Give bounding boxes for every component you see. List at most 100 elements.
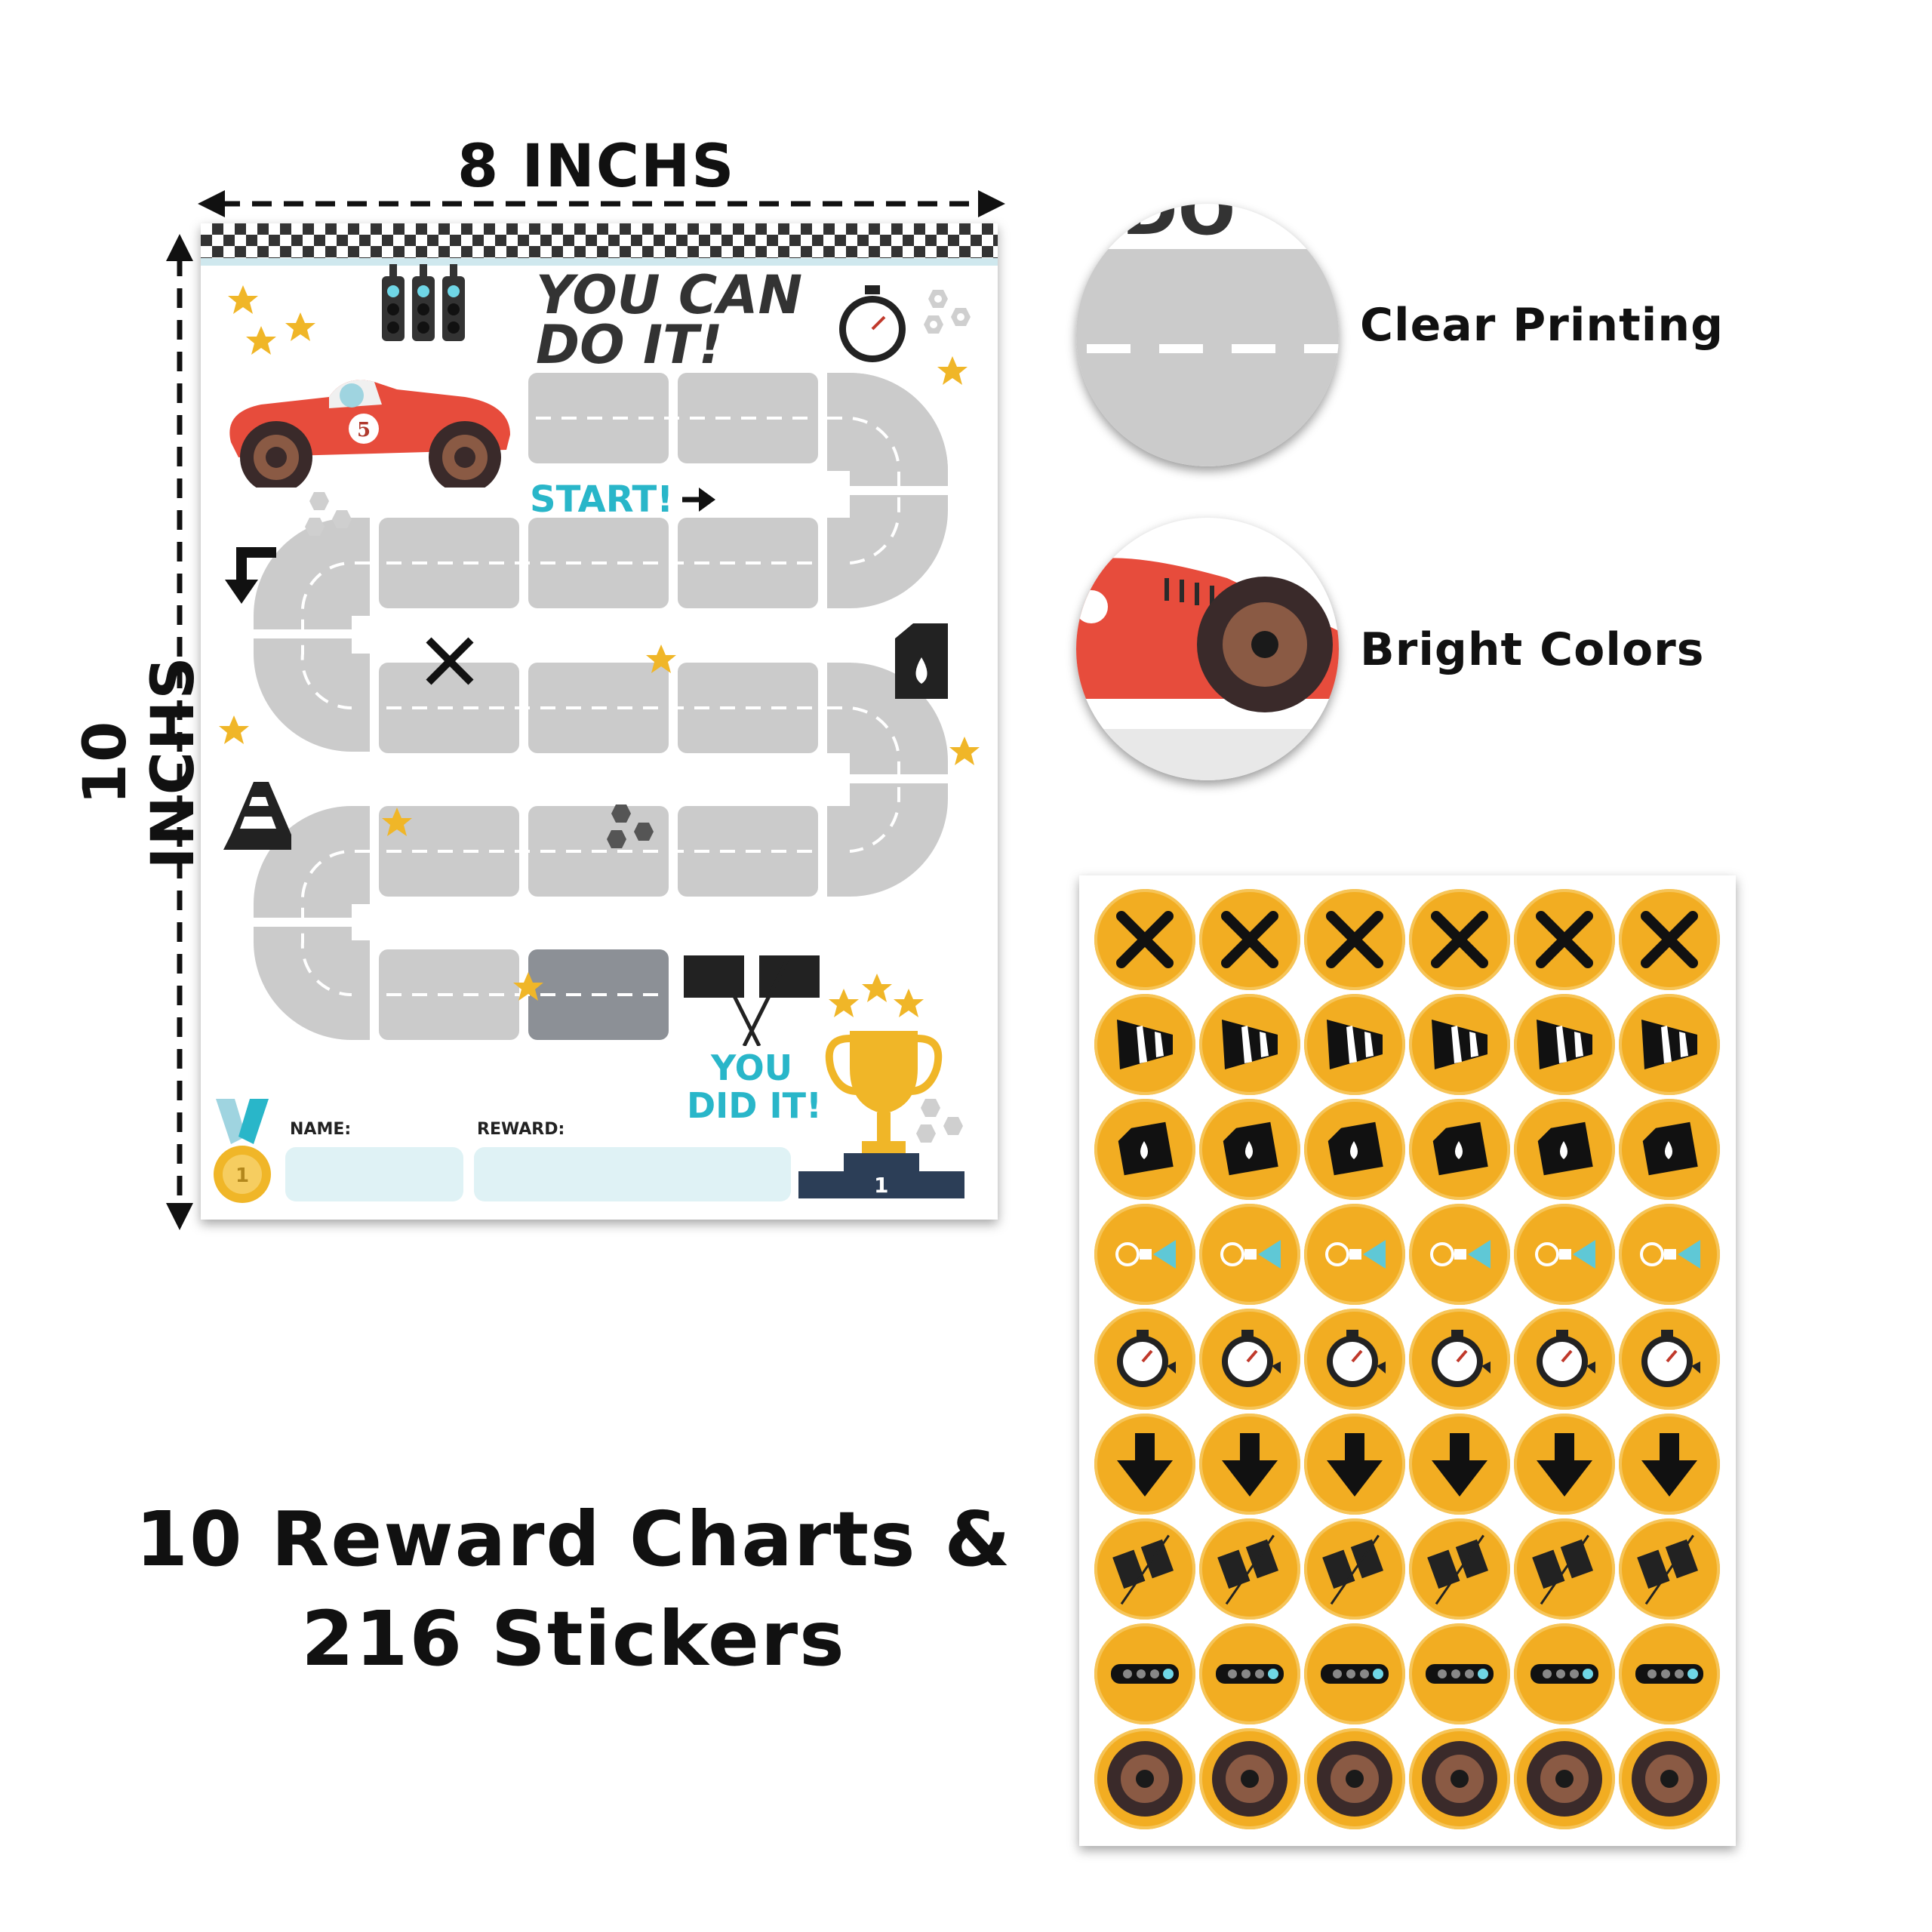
stopwatch-icon xyxy=(1117,1330,1176,1387)
sticker-arrow-down xyxy=(1094,1414,1195,1515)
stopwatch-icon xyxy=(1537,1330,1595,1387)
clear-printing-label: Clear Printing xyxy=(1360,299,1724,352)
flags-icon xyxy=(1322,1534,1384,1605)
cone-icon xyxy=(1432,1020,1487,1069)
sticker-fuel-can xyxy=(1619,1099,1720,1200)
sticker-traffic-light xyxy=(1619,1623,1720,1724)
medal-number: 1 xyxy=(235,1164,249,1187)
arrow-down-icon xyxy=(1537,1433,1592,1497)
sticker-wrench xyxy=(1409,889,1510,990)
sticker-cone xyxy=(1409,994,1510,1095)
nuts-icon xyxy=(924,290,971,334)
stopwatch-icon xyxy=(1641,1330,1700,1387)
fuel-can-icon xyxy=(895,623,948,699)
sticker-stopwatch xyxy=(1199,1309,1300,1410)
wrench-icon xyxy=(1221,911,1278,968)
fuel-can-icon xyxy=(1642,1121,1698,1176)
sticker-flags xyxy=(1094,1518,1195,1620)
stopwatch-icon xyxy=(839,285,906,362)
sticker-arrow-down xyxy=(1199,1414,1300,1515)
medal-icon: 1 xyxy=(214,1099,271,1203)
sticker-light xyxy=(1199,1204,1300,1305)
sticker-traffic-light xyxy=(1094,1623,1195,1724)
finish-line1: YOU xyxy=(711,1048,793,1088)
reward-field[interactable] xyxy=(474,1147,791,1201)
width-arrow xyxy=(198,190,1005,217)
promo-line1: 10 Reward Charts & xyxy=(135,1495,1012,1583)
sticker-cone xyxy=(1514,994,1615,1095)
sticker-sheet xyxy=(1079,875,1736,1846)
cone-icon xyxy=(1222,1020,1278,1069)
stopwatch-icon xyxy=(1327,1330,1386,1387)
checkered-underline xyxy=(201,258,998,266)
podium xyxy=(844,1153,919,1173)
stopwatch-icon xyxy=(1432,1330,1491,1387)
fuel-can-icon xyxy=(1118,1121,1174,1176)
sticker-wheel xyxy=(1409,1728,1510,1829)
traffic-light-icon xyxy=(1426,1664,1494,1684)
wheel-icon xyxy=(1527,1741,1602,1817)
clear-printing-zoom: DO xyxy=(1076,204,1339,466)
traffic-light-icon xyxy=(1111,1664,1179,1684)
sticker-arrow-down xyxy=(1409,1414,1510,1515)
sticker-flags xyxy=(1409,1518,1510,1620)
light-icon xyxy=(1430,1240,1491,1269)
sticker-traffic-light xyxy=(1409,1623,1510,1724)
cone-icon xyxy=(1117,1020,1173,1069)
nuts-icon xyxy=(607,804,654,848)
wrench-icon xyxy=(1536,911,1593,968)
cone-icon xyxy=(1327,1020,1383,1069)
name-field[interactable] xyxy=(285,1147,463,1201)
sticker-traffic-light xyxy=(1199,1623,1300,1724)
sticker-traffic-light xyxy=(1304,1623,1405,1724)
sticker-stopwatch xyxy=(1094,1309,1195,1410)
height-arrow xyxy=(166,234,193,1230)
fuel-can-icon xyxy=(1327,1121,1383,1176)
finish-line2: DID IT! xyxy=(687,1085,822,1126)
sticker-flags xyxy=(1514,1518,1615,1620)
flags-icon xyxy=(1427,1534,1489,1605)
fuel-can-icon xyxy=(1223,1121,1278,1176)
sticker-cone xyxy=(1304,994,1405,1095)
sticker-flags xyxy=(1199,1518,1300,1620)
light-icon xyxy=(1640,1240,1700,1269)
sticker-fuel-can xyxy=(1409,1099,1510,1200)
wheel-icon xyxy=(1212,1741,1287,1817)
sticker-flags xyxy=(1619,1518,1720,1620)
flags-icon xyxy=(1637,1534,1699,1605)
reward-label: REWARD: xyxy=(477,1120,565,1139)
cone-icon xyxy=(223,782,291,850)
traffic-light-icon xyxy=(1531,1664,1598,1684)
sticker-light xyxy=(1094,1204,1195,1305)
arrow-down-icon xyxy=(1222,1433,1278,1497)
sticker-cone xyxy=(1619,994,1720,1095)
sticker-stopwatch xyxy=(1304,1309,1405,1410)
traffic-light-icon xyxy=(1216,1664,1284,1684)
wheel-icon xyxy=(1422,1741,1497,1817)
headline-line1: YOU CAN xyxy=(536,264,803,326)
sticker-wheel xyxy=(1094,1728,1195,1829)
fuel-can-icon xyxy=(1432,1121,1488,1176)
wheel-icon xyxy=(1317,1741,1392,1817)
checkered-flags-icon xyxy=(684,955,820,1046)
trophy-icon xyxy=(825,1031,943,1156)
sticker-light xyxy=(1514,1204,1615,1305)
traffic-light-icon xyxy=(1321,1664,1389,1684)
stars xyxy=(219,285,980,1017)
sticker-wheel xyxy=(1304,1728,1405,1829)
sticker-arrow-down xyxy=(1619,1414,1720,1515)
light-icon xyxy=(1115,1240,1176,1269)
sticker-wheel xyxy=(1619,1728,1720,1829)
bright-colors-zoom xyxy=(1076,518,1339,780)
traffic-light-icon xyxy=(1635,1664,1703,1684)
arrow-down-icon xyxy=(1641,1433,1697,1497)
promo-line2: 216 Stickers xyxy=(301,1595,846,1683)
arrow-down-icon xyxy=(1432,1433,1487,1497)
race-car-icon: 5 xyxy=(229,380,510,488)
sticker-arrow-down xyxy=(1304,1414,1405,1515)
svg-text:DO: DO xyxy=(1121,204,1235,251)
height-label: 10 INCHS xyxy=(72,655,208,869)
width-label: 8 INCHS xyxy=(457,133,736,201)
cone-icon xyxy=(1641,1020,1697,1069)
sticker-cone xyxy=(1094,994,1195,1095)
